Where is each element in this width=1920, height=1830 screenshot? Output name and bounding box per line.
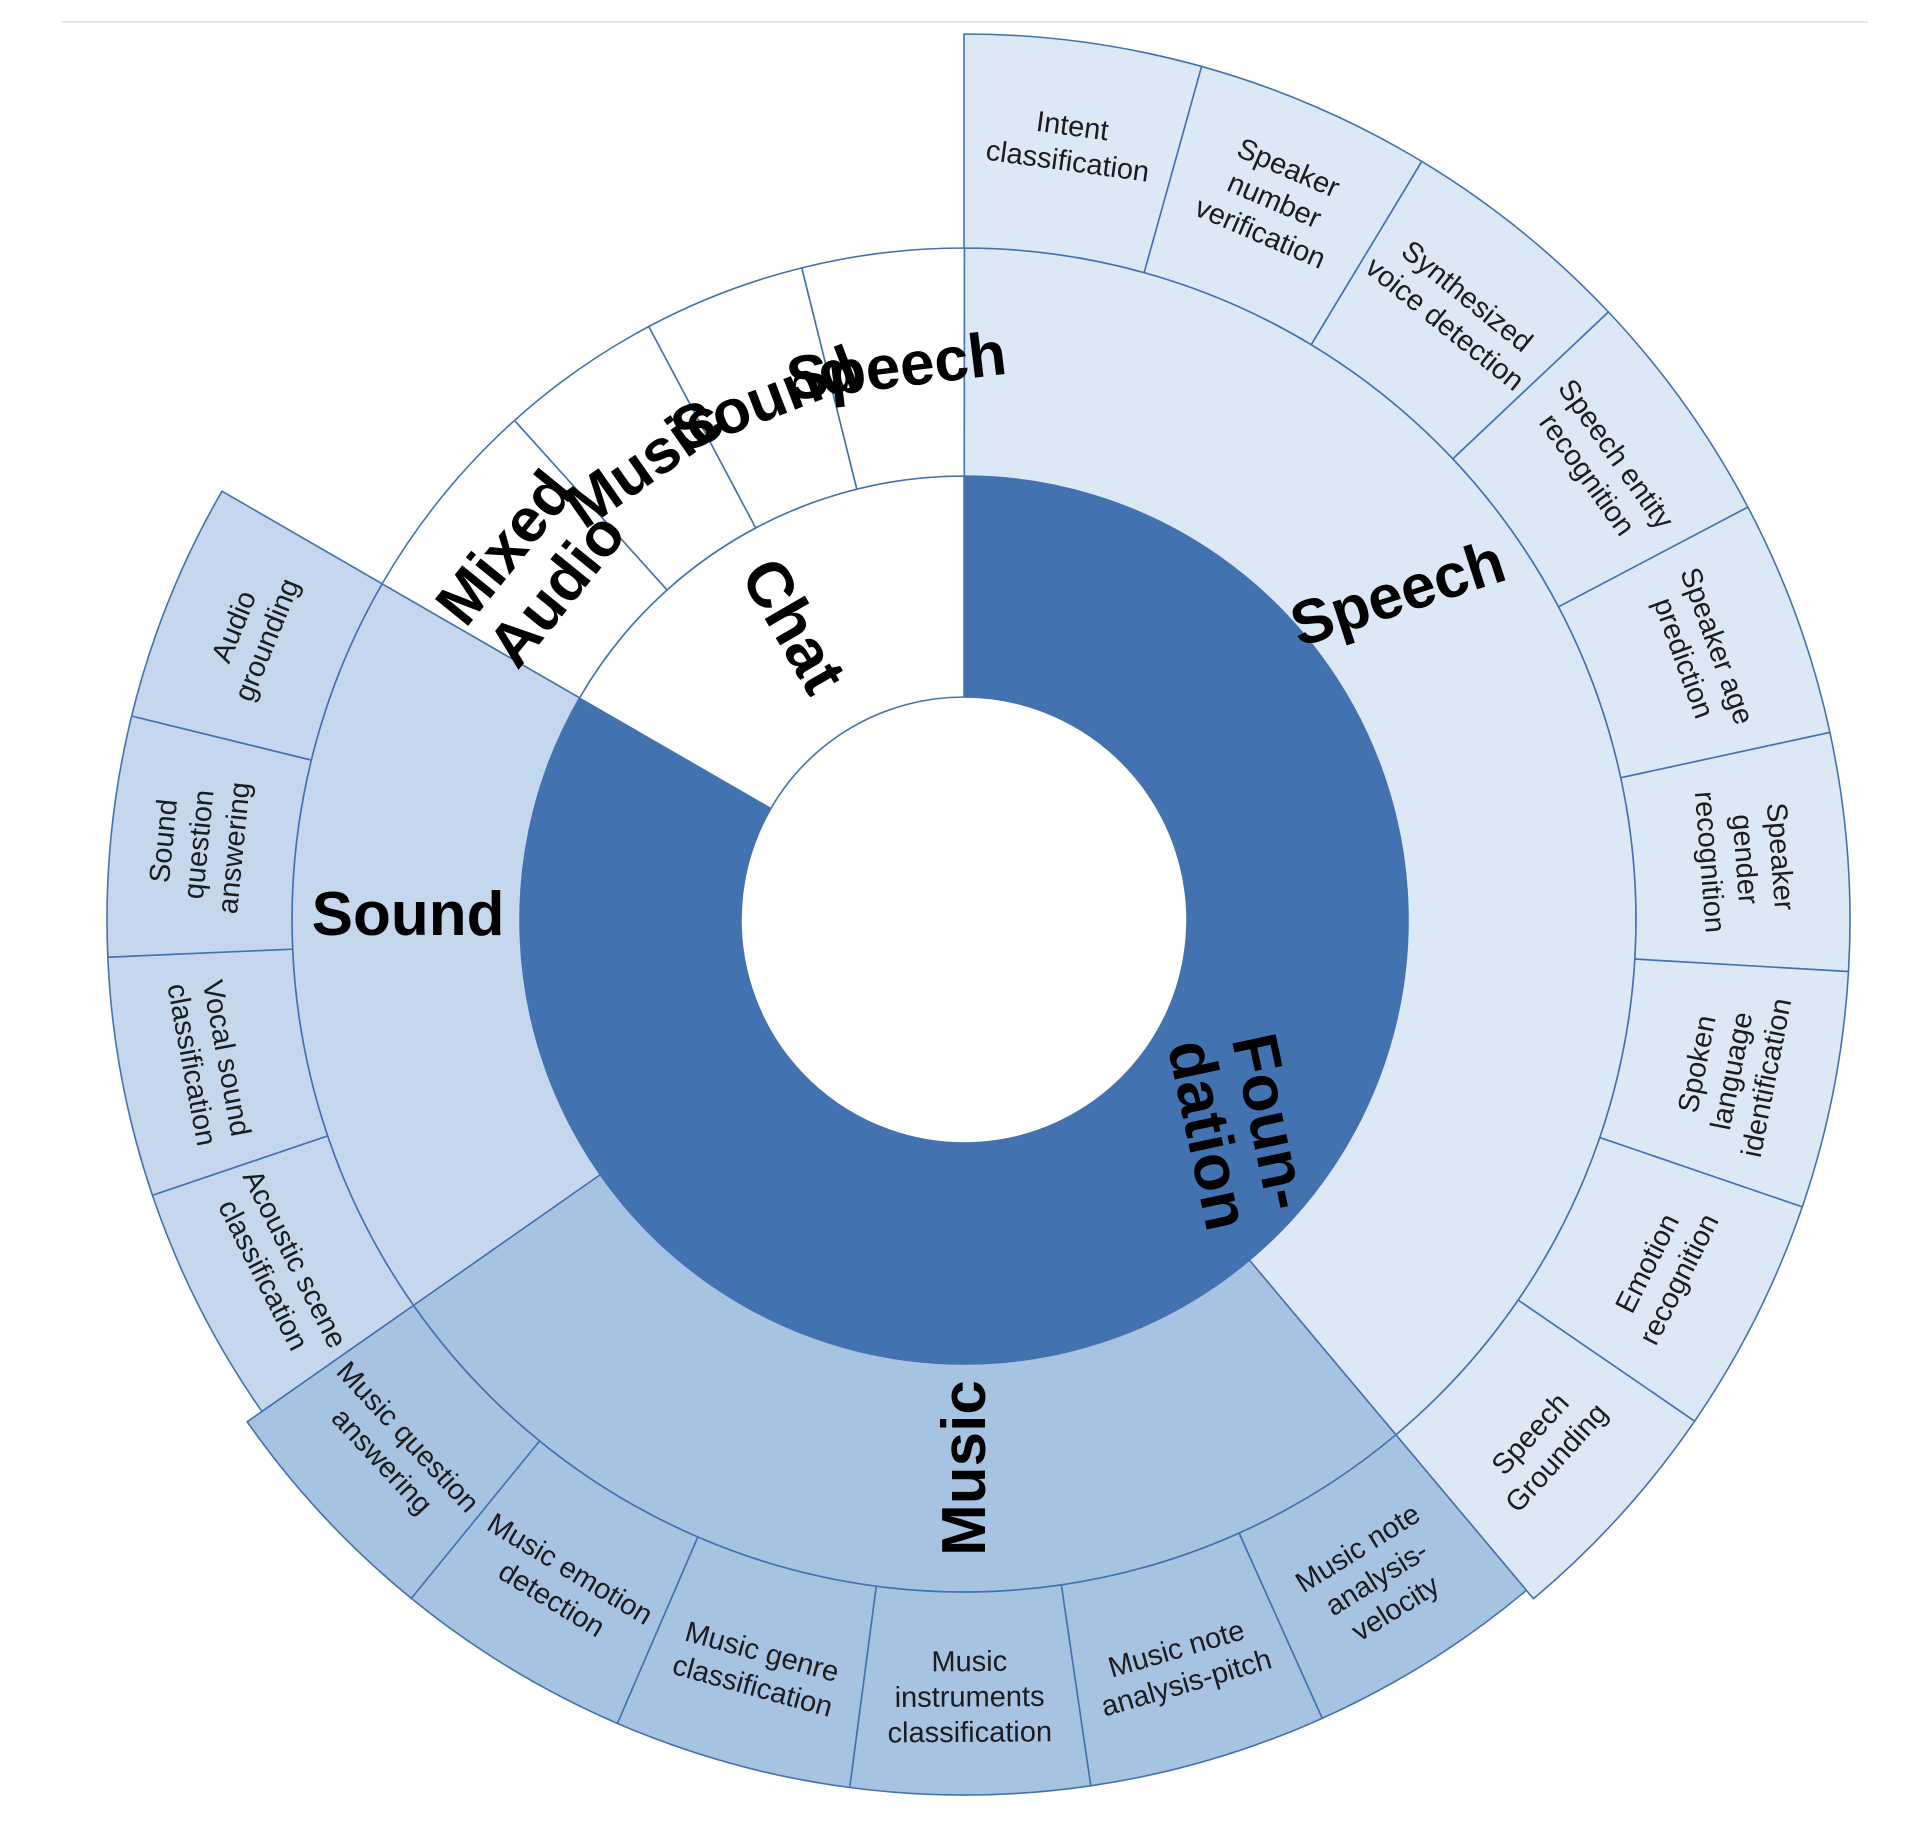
middle-segment-chat-speech bbox=[800, 247, 966, 490]
outer-segment-audio-grounding bbox=[130, 490, 383, 761]
middle-ring bbox=[291, 247, 1637, 1593]
outer-ring bbox=[106, 33, 1851, 1796]
inner-ring bbox=[519, 475, 1409, 1365]
middle-label-music: Music bbox=[930, 1380, 999, 1556]
middle-label-sound: Sound bbox=[312, 880, 505, 949]
